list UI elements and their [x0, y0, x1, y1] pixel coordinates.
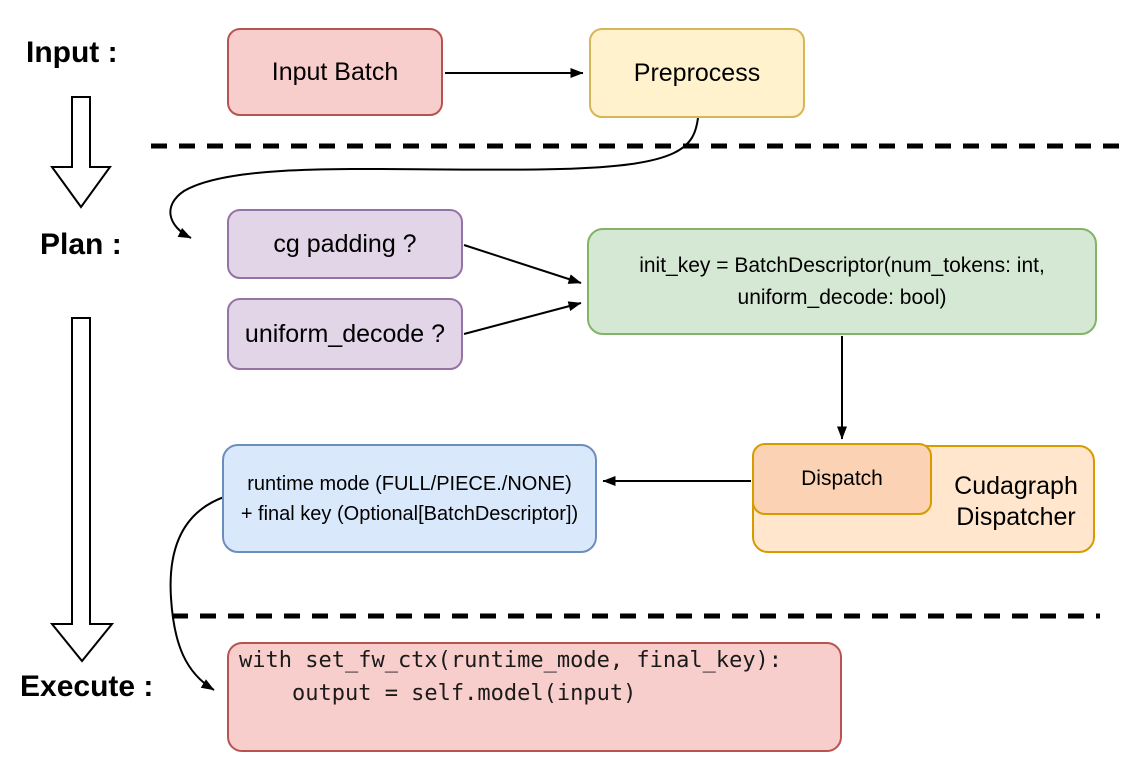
node-runtime-mode: runtime mode (FULL/PIECE./NONE) + final …	[222, 444, 597, 553]
cudagraph-dispatcher-label: Cudagraph Dispatcher	[954, 472, 1078, 531]
node-init-key: init_key = BatchDescriptor(num_tokens: i…	[587, 228, 1097, 335]
hollow-arrow-plan-to-execute	[49, 317, 115, 663]
init-key-line-2: uniform_decode: bool)	[737, 285, 947, 309]
code-line-1: with set_fw_ctx(runtime_mode, final_key)…	[239, 648, 783, 673]
init-key-line-1: init_key = BatchDescriptor(num_tokens: i…	[639, 253, 1045, 277]
code-line-2: output = self.model(input)	[239, 681, 637, 706]
arrow-uniform-decode-to-init-key	[463, 301, 582, 335]
arrow-runtime-mode-to-code	[169, 496, 225, 691]
node-cg-padding: cg padding ?	[227, 209, 463, 279]
node-uniform-decode: uniform_decode ?	[227, 298, 463, 370]
stage-label-execute: Execute :	[20, 670, 154, 703]
runtime-mode-line-1: runtime mode (FULL/PIECE./NONE)	[247, 472, 572, 495]
hollow-arrow-input-to-plan	[50, 96, 112, 209]
node-preprocess: Preprocess	[589, 28, 805, 118]
arrow-cg-padding-to-init-key	[463, 244, 582, 284]
node-execute-code: with set_fw_ctx(runtime_mode, final_key)…	[227, 642, 842, 752]
node-dispatch: Dispatch	[752, 443, 932, 515]
node-input-batch: Input Batch	[227, 28, 443, 116]
stage-label-input: Input :	[26, 36, 118, 69]
runtime-mode-line-2: + final key (Optional[BatchDescriptor])	[240, 502, 579, 525]
stage-label-plan: Plan :	[40, 228, 122, 261]
